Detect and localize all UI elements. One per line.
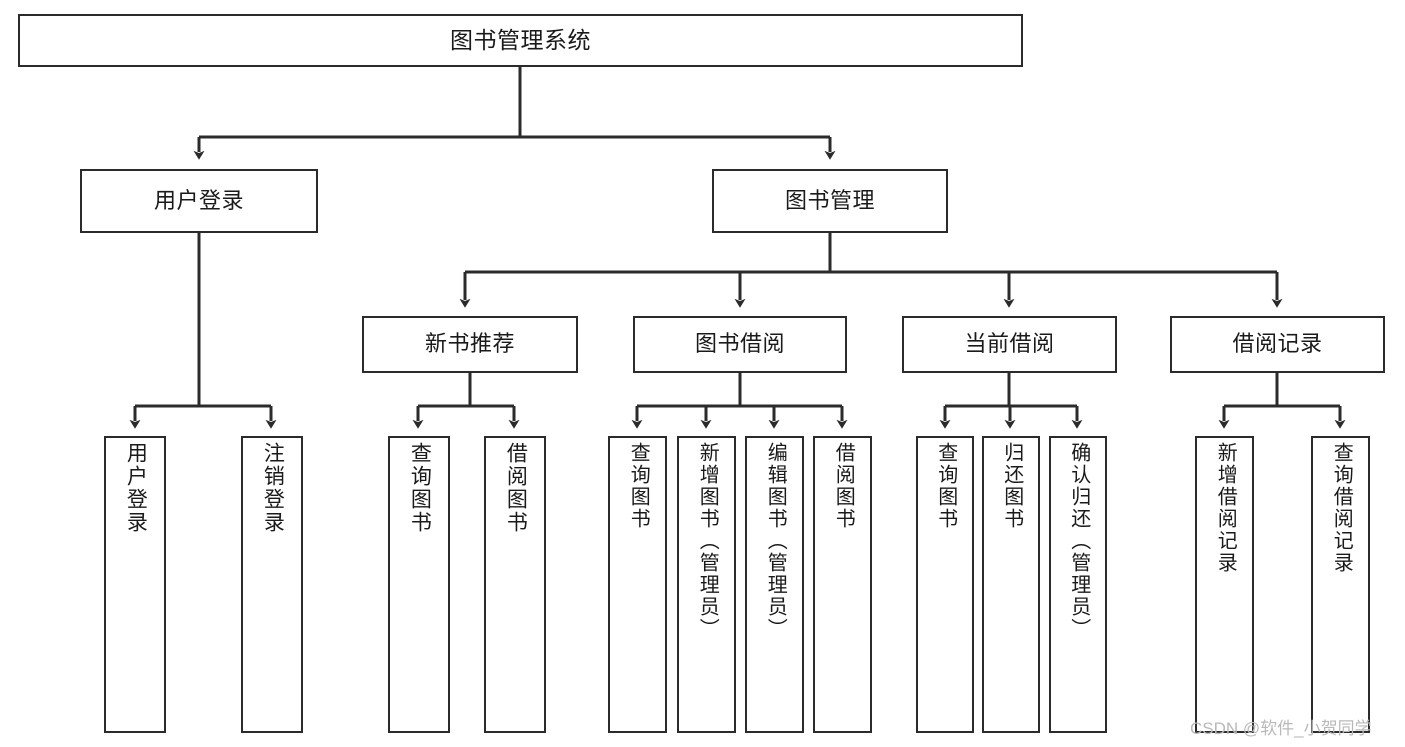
node-label: 注销登录 — [261, 442, 285, 534]
node-leaf-confirm-return-admin[interactable]: 确认归还（管理员） — [1049, 436, 1107, 733]
node-label: 图书管理 — [784, 187, 875, 213]
node-label: 新增借阅记录 — [1214, 442, 1237, 574]
node-leaf-query-book-borrow[interactable]: 查询图书 — [608, 436, 667, 733]
node-label: 新书推荐 — [424, 331, 515, 357]
node-current-borrow[interactable]: 当前借阅 — [902, 316, 1117, 373]
node-new-book-recommendation[interactable]: 新书推荐 — [362, 316, 578, 373]
node-leaf-borrow-book-borrow[interactable]: 借阅图书 — [813, 436, 872, 733]
node-label: 编辑图书（管理员） — [764, 442, 787, 640]
node-label: 归还图书 — [1000, 442, 1023, 530]
node-label: 新增图书（管理员） — [696, 442, 719, 640]
node-leaf-edit-book-admin[interactable]: 编辑图书（管理员） — [745, 436, 804, 733]
node-label: 图书借阅 — [694, 331, 785, 357]
node-leaf-borrow-book-recommendation[interactable]: 借阅图书 — [484, 436, 546, 733]
node-leaf-query-book-current[interactable]: 查询图书 — [916, 436, 974, 733]
node-label: 借阅记录 — [1232, 331, 1323, 357]
node-label: 图书管理系统 — [450, 27, 591, 54]
node-label: 查询借阅记录 — [1330, 442, 1353, 574]
csdn-watermark: CSDN @软件_小贺同学 — [1190, 719, 1372, 738]
node-leaf-user-login[interactable]: 用户登录 — [104, 436, 166, 733]
node-leaf-return-book[interactable]: 归还图书 — [982, 436, 1040, 733]
node-label: 查询图书 — [934, 442, 957, 530]
node-label: 确认归还（管理员） — [1067, 442, 1090, 640]
node-leaf-add-book-admin[interactable]: 新增图书（管理员） — [677, 436, 736, 733]
node-label: 借阅图书 — [832, 442, 855, 530]
node-label: 用户登录 — [153, 187, 244, 213]
node-label: 用户登录 — [124, 442, 148, 534]
node-leaf-query-borrow-record[interactable]: 查询借阅记录 — [1311, 436, 1370, 733]
node-borrow-record[interactable]: 借阅记录 — [1170, 316, 1385, 373]
node-leaf-add-borrow-record[interactable]: 新增借阅记录 — [1195, 436, 1254, 733]
node-user-login[interactable]: 用户登录 — [80, 169, 318, 233]
node-book-management[interactable]: 图书管理 — [712, 169, 948, 233]
node-book-borrow[interactable]: 图书借阅 — [633, 316, 847, 373]
node-label: 当前借阅 — [964, 331, 1055, 357]
node-root-book-management-system[interactable]: 图书管理系统 — [18, 14, 1023, 67]
node-label: 借阅图书 — [504, 442, 528, 534]
node-label: 查询图书 — [408, 442, 432, 534]
node-leaf-query-book-recommendation[interactable]: 查询图书 — [388, 436, 450, 733]
node-label: 查询图书 — [627, 442, 650, 530]
node-leaf-logout[interactable]: 注销登录 — [241, 436, 303, 733]
